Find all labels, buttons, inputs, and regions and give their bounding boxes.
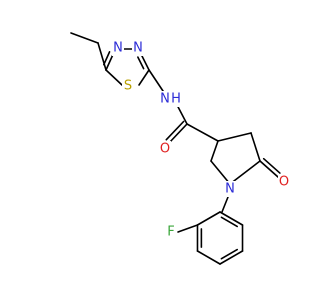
bond-c5-o-double xyxy=(262,157,281,174)
bond-carbonyl-co xyxy=(168,123,188,144)
atom-label-s-thiadiazole: S xyxy=(124,79,132,94)
bond-benzene-inner-1 xyxy=(220,216,238,228)
atom-halo-F_aryl xyxy=(165,224,177,240)
bond-c2-c3 xyxy=(210,140,219,162)
bond-benzene-1 xyxy=(219,211,244,226)
atom-halo-NH_amide xyxy=(159,91,171,107)
bond-aryl-f xyxy=(177,224,199,233)
bond-c2-nh xyxy=(148,69,166,95)
bond-ethyl-ch3-ch2 xyxy=(70,32,99,44)
bond-c5-o xyxy=(259,160,279,178)
atom-label-nh-amide: N xyxy=(160,92,170,107)
atom-halo-N_pyrrolidinone xyxy=(224,181,236,197)
bond-n1-c2 xyxy=(210,160,231,185)
bond-ethyl-ch2-ring xyxy=(97,42,107,71)
atom-halo-H_amide xyxy=(170,91,182,107)
atom-label-o-lactam: O xyxy=(279,175,289,190)
atom-label-o-amide: O xyxy=(160,142,170,157)
bond-c4-c5 xyxy=(250,132,261,162)
atom-label-n-thiadiazole-b: N xyxy=(133,41,143,56)
atom-halo-N_thiadiazole_b xyxy=(132,40,144,56)
atom-halo-S_thiadiazole xyxy=(122,78,134,94)
atom-label-f-aryl: F xyxy=(167,225,174,240)
bond-n3-c2-double xyxy=(137,56,145,70)
bond-s1-c5 xyxy=(105,69,123,86)
bond-c5-n1 xyxy=(229,160,261,185)
atom-label-n-pyrrolidinone: N xyxy=(225,182,235,197)
atom-halo-O_amide xyxy=(159,141,171,157)
bond-benzene-4 xyxy=(196,250,221,265)
bond-carbonyl-c3 xyxy=(186,123,219,142)
bond-benzene-6 xyxy=(196,211,221,226)
atom-label-n-thiadiazole-a: N xyxy=(113,41,123,56)
bond-c2-s1 xyxy=(138,69,150,86)
bond-c3-c4 xyxy=(217,132,252,142)
atom-label-h-amide: H xyxy=(171,92,181,107)
atom-halo-O_lactam xyxy=(278,174,290,190)
bond-carbonyl-co-double xyxy=(165,120,185,141)
bond-benzene-inner-3 xyxy=(220,248,238,260)
atom-halo-N_thiadiazole_a xyxy=(112,40,124,56)
bond-c5-n4-double xyxy=(102,51,111,66)
bond-benzene-3 xyxy=(219,250,244,265)
